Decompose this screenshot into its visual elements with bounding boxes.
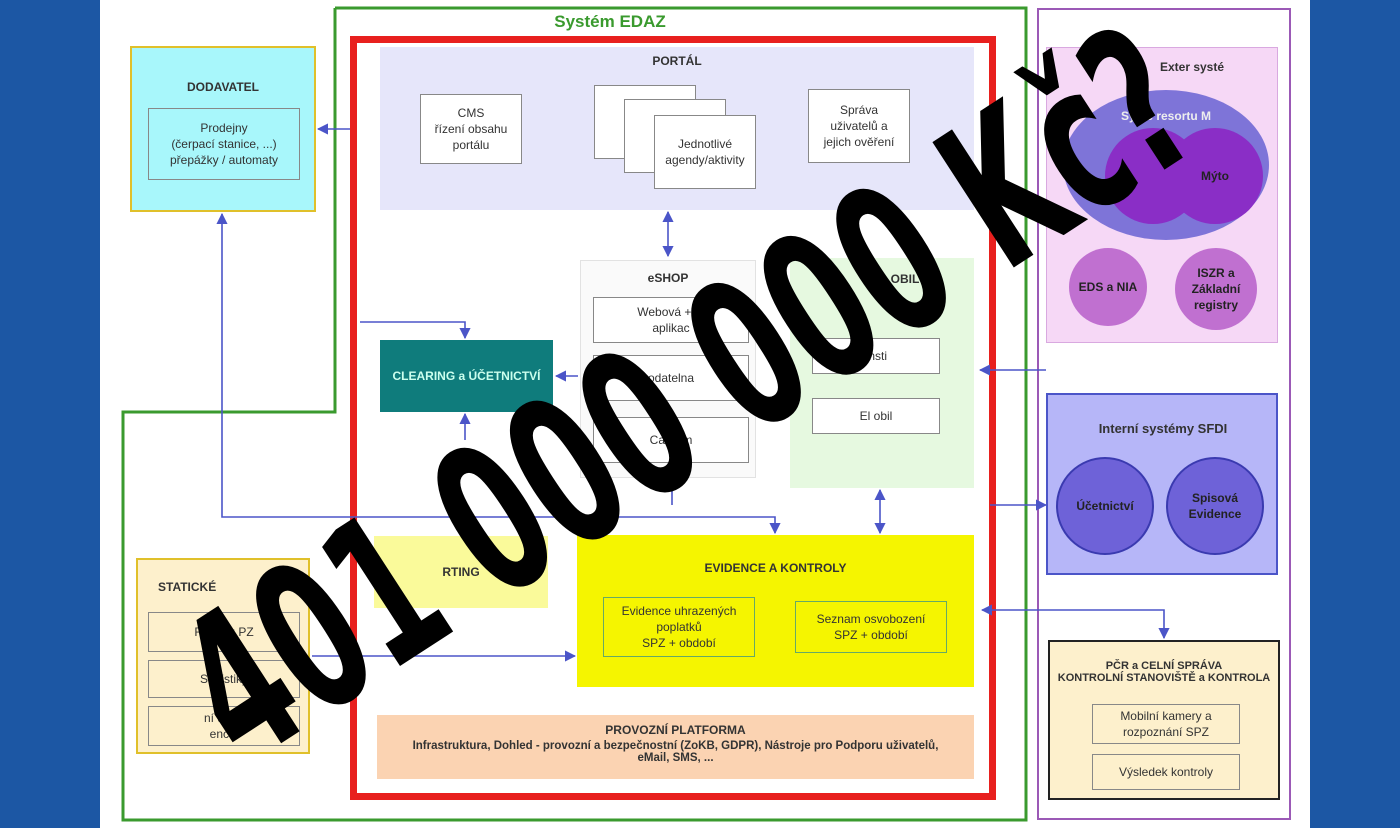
evidence-uhrazenych: Evidence uhrazených poplatků SPZ + obdob… xyxy=(603,597,755,657)
mobil-title: OBIL xyxy=(890,272,920,286)
interni-systemy-block: Interní systémy SFDI Účetnictví Spisová … xyxy=(1046,393,1278,575)
platforma-block: PROVOZNÍ PLATFORMA Infrastruktura, Dohle… xyxy=(377,715,974,779)
externi-systemy-block: Exter systé Systé resortu M Mýto EDS a N… xyxy=(1046,47,1278,343)
dodavatel-block: DODAVATEL Prodejny (čerpací stanice, ...… xyxy=(130,46,316,212)
pcr-title: PČR a CELNÍ SPRÁVA KONTROLNÍ STANOVIŠTĚ … xyxy=(1057,660,1271,684)
staticke-statistiky: Statistiky xyxy=(148,660,300,698)
platforma-text: Infrastruktura, Dohled - provozní a bezp… xyxy=(412,740,939,764)
interni-title: Interní systémy SFDI xyxy=(1098,421,1228,436)
myto-circle: Mýto xyxy=(1167,128,1263,224)
staticke-block: STATICKÉ Rozpoz PZ Statistiky ní d ED en… xyxy=(136,558,310,754)
sprava-box: Správa uživatelů a jejich ověření xyxy=(808,89,910,163)
portal-block: PORTÁL CMS řízení obsahu portálu Jednotl… xyxy=(380,47,974,210)
evidence-block: EVIDENCE A KONTROLY Evidence uhrazených … xyxy=(577,535,974,687)
agendy-box: Jednotlivé agendy/aktivity xyxy=(654,115,756,189)
staticke-rozpoznani: Rozpoz PZ xyxy=(148,612,300,652)
iszr-circle: ISZR a Základní registry xyxy=(1175,248,1257,330)
pcr-block: PČR a CELNÍ SPRÁVA KONTROLNÍ STANOVIŠTĚ … xyxy=(1048,640,1280,800)
staticke-evidence: ní d ED enc y xyxy=(148,706,300,746)
mobil-block: OBIL Insti El obil xyxy=(790,258,974,488)
pcr-vysledek: Výsledek kontroly xyxy=(1092,754,1240,790)
evidence-osvobozeni: Seznam osvobození SPZ + období xyxy=(795,601,947,653)
spisova-circle: Spisová Evidence xyxy=(1166,457,1264,555)
portal-title: PORTÁL xyxy=(652,54,702,68)
mobil-instituce: Insti xyxy=(812,338,940,374)
dodavatel-title: DODAVATEL xyxy=(187,80,259,94)
externi-title: Exter systé xyxy=(1159,60,1225,74)
dodavatel-prodejny: Prodejny (čerpací stanice, ...) přepážky… xyxy=(148,108,300,180)
staticke-title: STATICKÉ xyxy=(158,580,217,594)
platforma-title: PROVOZNÍ PLATFORMA xyxy=(605,723,746,737)
pcr-kamery: Mobilní kamery a rozpoznání SPZ xyxy=(1092,704,1240,744)
reporting-block: RTING xyxy=(374,536,548,608)
eds-nia-circle: EDS a NIA xyxy=(1069,248,1147,326)
external-frame xyxy=(1037,8,1291,820)
cms-box: CMS řízení obsahu portálu xyxy=(420,94,522,164)
ucetnictvi-circle: Účetnictví xyxy=(1056,457,1154,555)
mobil-elektronicky: El obil xyxy=(812,398,940,434)
evidence-title: EVIDENCE A KONTROLY xyxy=(704,561,847,575)
system-edaz-title: Systém EDAZ xyxy=(554,12,666,31)
